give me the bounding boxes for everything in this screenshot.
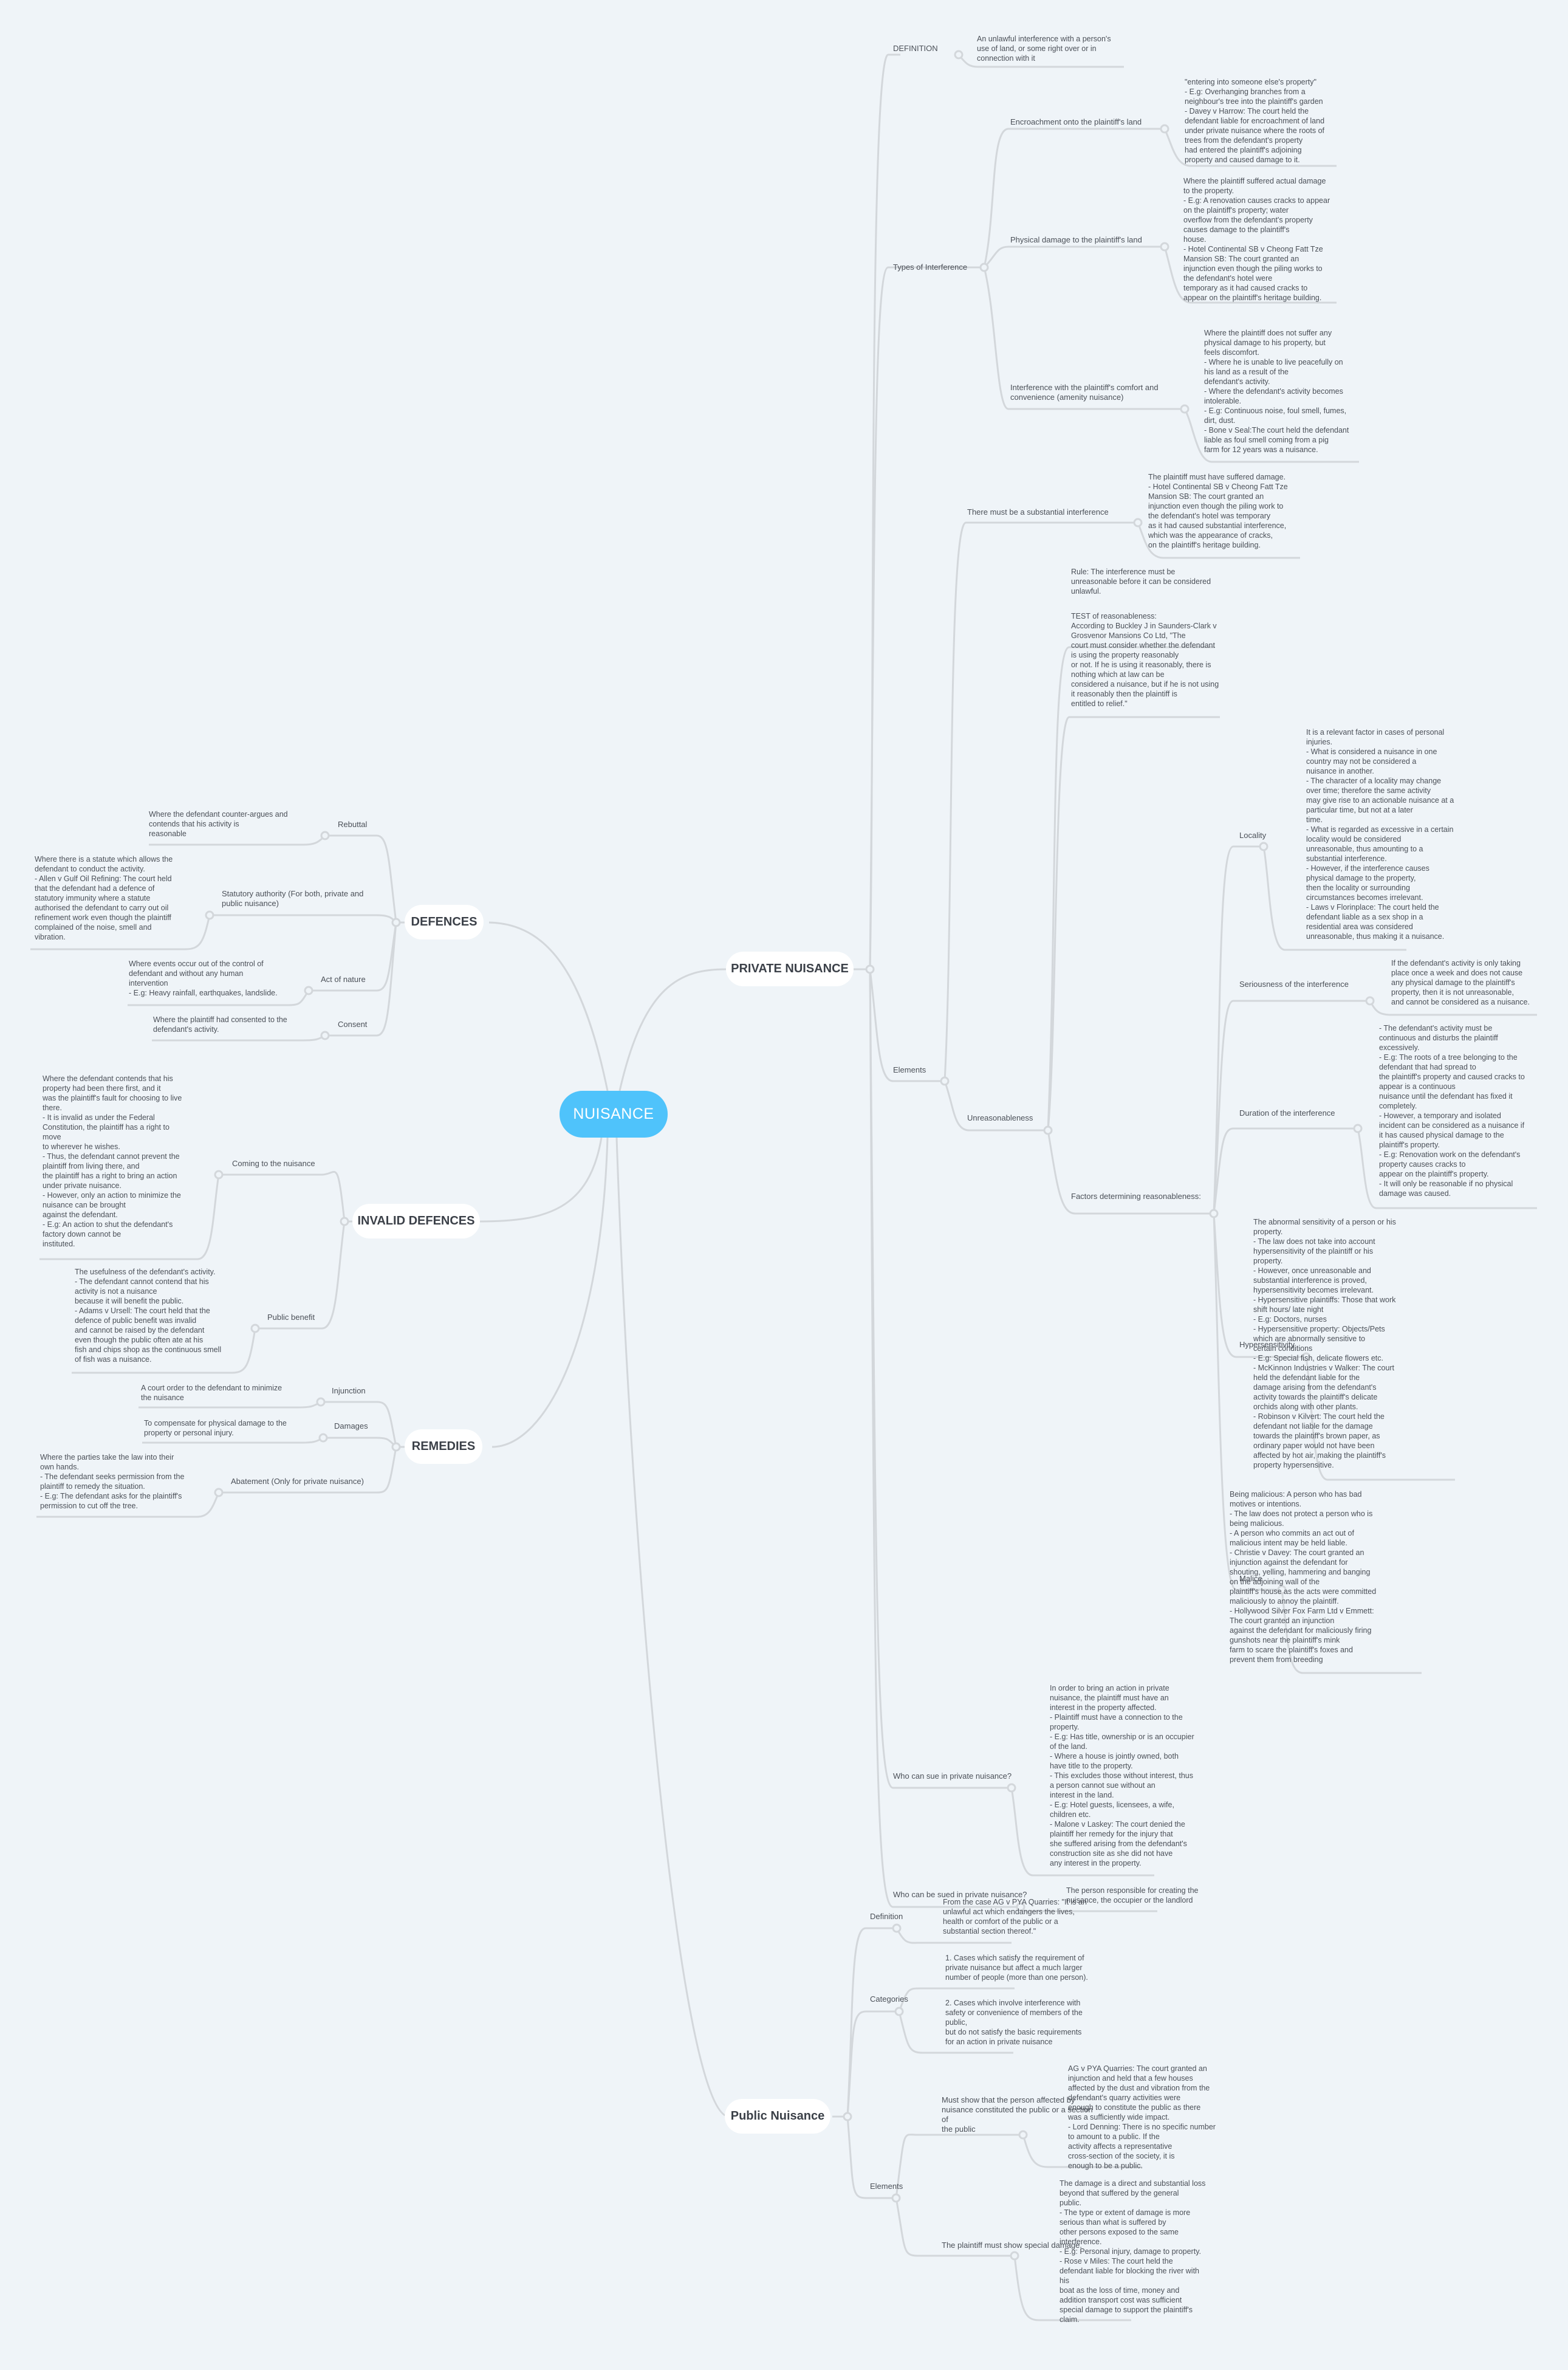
unreasonableness-test: TEST of reasonableness: According to Buc… xyxy=(1071,612,1219,708)
defence-statutory-authority-text: Where there is a statute which allows th… xyxy=(35,855,173,941)
factor-seriousness[interactable]: Seriousness of the interference xyxy=(1239,980,1349,989)
invalid-public-benefit-text: The usefulness of the defendant's activi… xyxy=(75,1268,222,1364)
remedy-damages[interactable]: Damages xyxy=(334,1421,368,1431)
factor-locality-text: It is a relevant factor in cases of pers… xyxy=(1306,728,1454,941)
public-subtopic-categories[interactable]: Categories xyxy=(870,1994,908,2004)
subtopic-who-can-sue[interactable]: Who can sue in private nuisance? xyxy=(893,1771,1012,1781)
topic-public-nuisance[interactable]: Public Nuisance xyxy=(725,2099,830,2134)
root-topic-nuisance[interactable]: NUISANCE xyxy=(560,1091,668,1138)
topic-defences[interactable]: DEFENCES xyxy=(405,905,484,939)
type-encroachment[interactable]: Encroachment onto the plaintiff's land xyxy=(1010,117,1142,126)
factor-seriousness-text: If the defendant's activity is only taki… xyxy=(1391,959,1530,1006)
type-physical-damage[interactable]: Physical damage to the plaintiff's land xyxy=(1010,235,1142,244)
defence-consent[interactable]: Consent xyxy=(338,1020,368,1029)
substantial-interference-text: The plaintiff must have suffered damage.… xyxy=(1148,473,1288,549)
factor-malice-text: Being malicious: A person who has bad mo… xyxy=(1230,1490,1377,1664)
invalid-public-benefit[interactable]: Public benefit xyxy=(267,1313,315,1322)
unreasonableness-rule: Rule: The interference must be unreasona… xyxy=(1071,568,1211,596)
element-unreasonableness[interactable]: Unreasonableness xyxy=(967,1113,1033,1122)
factors-determining-reasonableness[interactable]: Factors determining reasonableness: xyxy=(1071,1192,1201,1201)
factor-hypersensitivity[interactable]: Hypersensitivity xyxy=(1239,1340,1295,1349)
public-element-section-of-public-text: AG v PYA Quarries: The court granted an … xyxy=(1068,2064,1216,2170)
subtopic-definition[interactable]: DEFINITION xyxy=(893,44,938,53)
factor-malice[interactable]: Malice xyxy=(1239,1574,1262,1583)
defence-act-of-nature-text: Where events occur out of the control of… xyxy=(129,960,278,997)
factor-hypersensitivity-text: The abnormal sensitivity of a person or … xyxy=(1253,1218,1396,1469)
remedy-abatement[interactable]: Abatement (Only for private nuisance) xyxy=(231,1477,364,1486)
factor-duration-text: - The defendant's activity must be conti… xyxy=(1379,1024,1525,1198)
public-category-1: 1. Cases which satisfy the requirement o… xyxy=(945,1954,1088,1982)
factor-duration[interactable]: Duration of the interference xyxy=(1239,1108,1335,1118)
type-amenity-nuisance-text: Where the plaintiff does not suffer any … xyxy=(1204,329,1349,454)
public-element-special-damage-text: The damage is a direct and substantial l… xyxy=(1060,2179,1206,2324)
topic-private-nuisance[interactable]: PRIVATE NUISANCE xyxy=(726,952,854,986)
type-encroachment-text: "entering into someone else's property" … xyxy=(1185,78,1325,164)
remedy-injunction-text: A court order to the defendant to minimi… xyxy=(141,1384,282,1402)
defence-act-of-nature[interactable]: Act of nature xyxy=(321,975,366,984)
subtopic-who-can-be-sued[interactable]: Who can be sued in private nuisance? xyxy=(893,1890,1027,1899)
factor-locality[interactable]: Locality xyxy=(1239,831,1267,840)
defence-rebuttal-text: Where the defendant counter-argues and c… xyxy=(149,810,288,838)
who-can-sue-text: In order to bring an action in private n… xyxy=(1050,1684,1194,1867)
public-category-2: 2. Cases which involve interference with… xyxy=(945,1999,1083,2046)
remedy-abatement-text: Where the parties take the law into thei… xyxy=(40,1453,185,1510)
invalid-coming-to-nuisance[interactable]: Coming to the nuisance xyxy=(232,1159,315,1168)
defence-statutory-authority[interactable]: Statutory authority (For both, private a… xyxy=(222,889,364,908)
topic-invalid-defences[interactable]: INVALID DEFENCES xyxy=(352,1204,480,1238)
definition-text: An unlawful interference with a person's… xyxy=(977,35,1111,63)
public-subtopic-elements[interactable]: Elements xyxy=(870,2182,903,2191)
public-element-special-damage[interactable]: The plaintiff must show special damage. xyxy=(942,2241,1082,2250)
defence-rebuttal[interactable]: Rebuttal xyxy=(338,820,368,829)
invalid-coming-to-nuisance-text: Where the defendant contends that his pr… xyxy=(43,1074,182,1248)
remedy-injunction[interactable]: Injunction xyxy=(332,1386,366,1395)
element-substantial-interference[interactable]: There must be a substantial interference xyxy=(967,507,1109,517)
subtopic-elements[interactable]: Elements xyxy=(893,1065,926,1074)
who-can-be-sued-text: The person responsible for creating the … xyxy=(1066,1886,1199,1905)
type-amenity-nuisance[interactable]: Interference with the plaintiff's comfor… xyxy=(1010,383,1159,402)
type-physical-damage-text: Where the plaintiff suffered actual dama… xyxy=(1183,177,1330,302)
public-element-section-of-public[interactable]: Must show that the person affected by nu… xyxy=(942,2095,1093,2134)
public-definition-text: From the case AG v PYA Quarries: "It is … xyxy=(943,1898,1087,1935)
remedy-damages-text: To compensate for physical damage to the… xyxy=(144,1419,287,1437)
public-subtopic-definition[interactable]: Definition xyxy=(870,1912,903,1921)
subtopic-types-of-interference[interactable]: Types of Interference xyxy=(893,263,968,272)
topic-remedies[interactable]: REMEDIES xyxy=(405,1429,482,1464)
defence-consent-text: Where the plaintiff had consented to the… xyxy=(153,1015,287,1034)
